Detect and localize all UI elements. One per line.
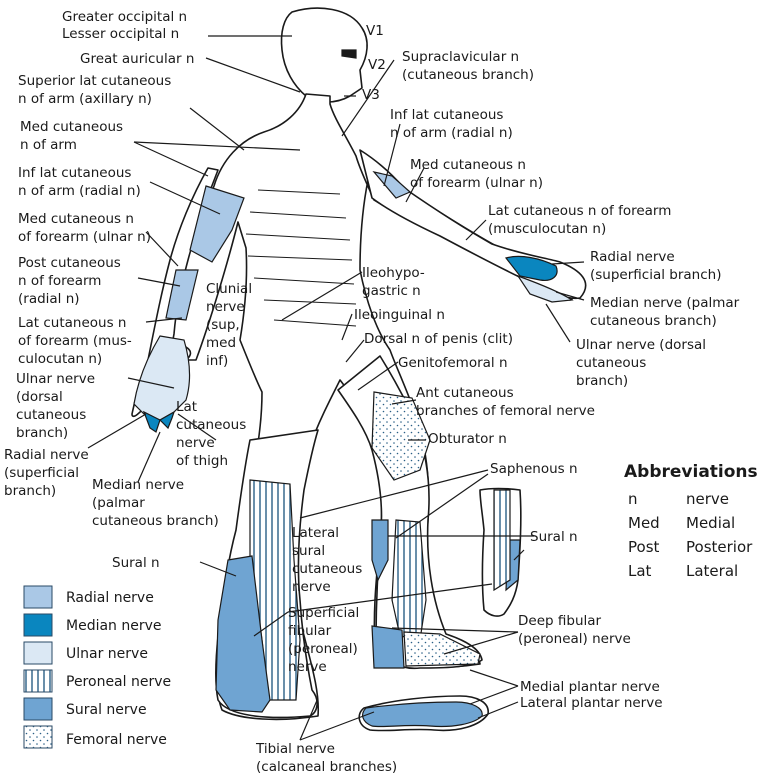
label-v2: V2	[368, 57, 386, 73]
abbreviation-meaning: nerve	[686, 490, 730, 508]
region-left-arm-radial	[189, 185, 245, 263]
legend-label-femoral: Femoral nerve	[66, 732, 167, 748]
region-left-fingers-median-2	[159, 410, 176, 430]
label-ileohypogastric: Ileohypo- gastric n	[362, 265, 425, 299]
label-ant-cutaneous-femoral: Ant cutaneous branches of femoral nerve	[416, 385, 595, 419]
abbreviation-term: n	[628, 490, 638, 508]
legend-swatch-sural	[23, 697, 53, 721]
label-medial-plantar: Medial plantar nerve	[520, 679, 660, 695]
label-lat-cutaneous-forearm-left: Lat cutaneous n of forearm (mus- culocut…	[18, 315, 132, 367]
abbreviation-meaning: Posterior	[686, 538, 753, 556]
label-saphenous: Saphenous n	[490, 461, 578, 477]
label-v3: V3	[362, 87, 380, 103]
label-supraclavicular: Supraclavicular n (cutaneous branch)	[402, 49, 535, 83]
label-sural-left: Sural n	[112, 555, 160, 571]
label-obturator: Obturator n	[428, 431, 507, 447]
label-lesser-occipital: Lesser occipital n	[62, 26, 180, 42]
label-lat-cutaneous-thigh: Lat cutaneous nerve of thigh	[176, 399, 247, 469]
region-sole-plantar	[362, 701, 483, 728]
label-inf-lat-cutaneous-left: Inf lat cutaneous n of arm (radial n)	[18, 165, 141, 199]
region-right-hand-median	[504, 255, 558, 281]
label-genitofemoral: Genitofemoral n	[398, 355, 508, 371]
label-v1: V1	[366, 23, 384, 39]
abbreviations-title: Abbreviations	[624, 462, 758, 482]
leader-lines	[87, 35, 585, 741]
region-right-foot-sural	[371, 625, 405, 669]
label-superficial-fibular: Superficial fibular (peroneal) nerve	[288, 605, 360, 675]
label-med-cutaneous-forearm-right: Med cutaneous n of forearm (ulnar n)	[410, 157, 543, 191]
legend-label-ulnar: Ulnar nerve	[66, 646, 148, 662]
label-med-cutaneous-forearm-left: Med cutaneous n of forearm (ulnar n)	[18, 211, 151, 245]
legend-swatch-radial	[23, 585, 53, 609]
label-tibial: Tibial nerve (calcaneal branches)	[256, 741, 398, 775]
label-lateral-sural: Lateral sural cutaneous nerve	[292, 525, 363, 595]
region-left-fingers-median	[142, 410, 161, 433]
label-superior-lat-cutaneous: Superior lat cutaneous n of arm (axillar…	[18, 73, 172, 107]
label-post-cutaneous-forearm: Post cutaneous n of forearm (radial n)	[18, 255, 121, 307]
torso-stripes	[245, 189, 357, 327]
label-median-palmar-right: Median nerve (palmar cutaneous branch)	[590, 295, 740, 329]
label-inf-lat-cutaneous-right: Inf lat cutaneous n of arm (radial n)	[390, 107, 513, 141]
legend-swatch-peroneal	[23, 669, 53, 693]
abbreviation-term: Post	[628, 538, 660, 556]
legend-swatch-femoral	[23, 725, 53, 749]
label-radial-superficial-right: Radial nerve (superficial branch)	[590, 249, 722, 283]
label-great-auricular: Great auricular n	[80, 51, 195, 67]
legend-swatch-median	[23, 613, 53, 637]
label-dorsal-penis: Dorsal n of penis (clit)	[364, 331, 513, 347]
legend-swatch-ulnar	[23, 641, 53, 665]
label-sural-right: Sural n	[530, 529, 578, 545]
label-med-cutaneous-arm: Med cutaneous n of arm	[20, 119, 124, 153]
label-clunial: Clunial nerve (sup, med inf)	[206, 281, 253, 369]
shaded-regions	[133, 49, 574, 728]
region-right-foot-femoral	[403, 631, 481, 667]
region-back-leg-peroneal	[493, 489, 511, 592]
label-lateral-plantar: Lateral plantar nerve	[520, 695, 663, 711]
abbreviation-meaning: Medial	[686, 514, 736, 532]
legend-label-median: Median nerve	[66, 618, 162, 634]
abbreviation-term: Med	[628, 514, 660, 532]
region-left-calf-sural	[215, 555, 271, 713]
label-ulnar-dorsal-right: Ulnar nerve (dorsal cutaneous branch)	[576, 337, 707, 389]
region-left-forearm-radial	[165, 269, 199, 321]
legend-label-radial: Radial nerve	[66, 590, 154, 606]
abbreviation-meaning: Lateral	[686, 562, 739, 580]
region-right-thigh-femoral	[371, 391, 431, 481]
label-ulnar-dorsal-left: Ulnar nerve (dorsal cutaneous branch)	[16, 371, 96, 441]
legend-label-peroneal: Peroneal nerve	[66, 674, 172, 690]
label-median-palmar-left: Median nerve (palmar cutaneous branch)	[92, 477, 219, 529]
label-greater-occipital: Greater occipital n	[62, 9, 188, 25]
label-deep-fibular: Deep fibular (peroneal) nerve	[518, 613, 631, 647]
head-outline	[280, 7, 368, 103]
abbreviation-term: Lat	[628, 562, 652, 580]
legend-label-sural: Sural nerve	[66, 702, 147, 718]
label-ileoinguinal: Ileoinguinal n	[354, 307, 445, 323]
region-right-calf-sural	[371, 519, 389, 582]
region-face-v2	[341, 49, 357, 59]
label-radial-superficial-left: Radial nerve (superficial branch)	[4, 447, 89, 499]
label-lat-cutaneous-forearm-right: Lat cutaneous n of forearm (musculocutan…	[488, 203, 672, 237]
region-right-forearm-ulnar	[372, 171, 412, 199]
legend-swatches	[23, 585, 53, 749]
